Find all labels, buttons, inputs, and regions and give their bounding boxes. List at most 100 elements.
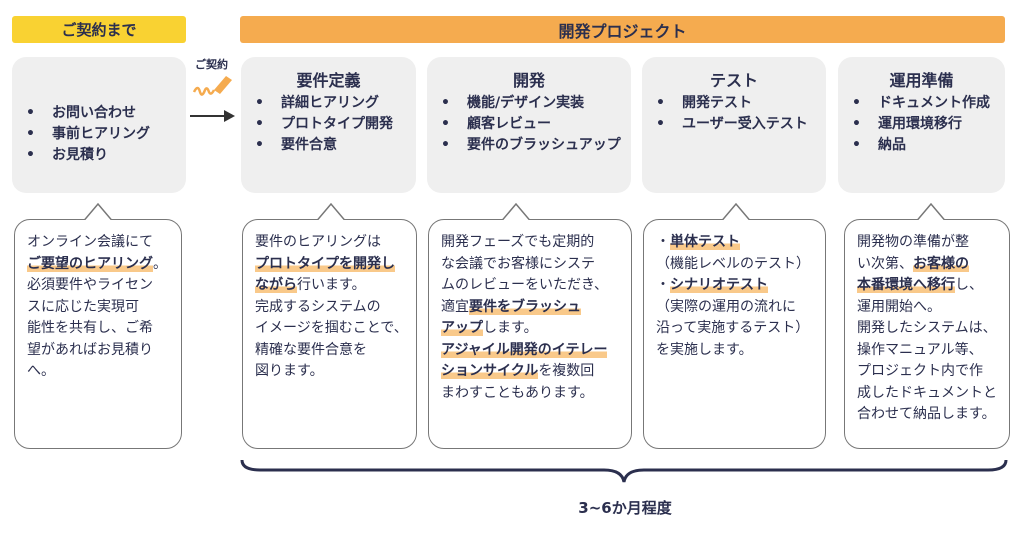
duration-brace	[240, 459, 1008, 483]
phase-item: 要件のブラッシュアップ	[441, 135, 631, 156]
contract-label: ご契約	[195, 58, 228, 71]
bubble-line: 開発フェーズでも定期的	[441, 232, 631, 254]
bubble-line: 合わせて納品します。	[857, 404, 1009, 426]
bubble-development: 開発フェーズでも定期的な会議でお客様にシステムのレビューをいただき、適宜要件をブ…	[428, 203, 632, 449]
text: を複数回	[538, 363, 595, 379]
bubble-line: 沿って実施するテスト）	[656, 318, 825, 340]
phase-list: お問い合わせ事前ヒアリングお見積り	[12, 103, 186, 166]
text: 精確な要件合意を	[255, 341, 367, 358]
bubble-line: まわすこともあります。	[441, 383, 631, 405]
text: 望があればお見積り	[27, 341, 153, 358]
bubble-line: 完成するシステムの	[255, 297, 416, 319]
text: ・	[656, 234, 670, 250]
phase-title: 開発	[512, 71, 545, 90]
phase-pre-contract: お問い合わせ事前ヒアリングお見積り	[12, 57, 186, 193]
bubble-requirements: 要件のヒアリングはプロトタイプを開発しながら行います。完成するシステムのイメージ…	[242, 203, 417, 449]
phase-item: お見積り	[26, 145, 186, 166]
phase-list: 詳細ヒアリングプロトタイプ開発要件合意	[241, 93, 416, 156]
bubble-line: ・シナリオテスト	[656, 275, 825, 297]
phase-item: 運用環境移行	[852, 114, 1005, 135]
phase-item-label: 要件のブラッシュアップ	[467, 137, 621, 153]
bubble-line: ご要望のヒアリング。	[27, 254, 181, 276]
phase-title	[12, 67, 186, 93]
bubble-line: 精確な要件合意を	[255, 340, 416, 362]
text: へ。	[27, 363, 55, 379]
arrow-icon	[190, 110, 235, 122]
phase-item-label: 運用環境移行	[878, 116, 962, 132]
bubble-line: プロジェクト内で作	[857, 361, 1009, 383]
phase-title: 運用準備	[889, 71, 954, 90]
text: します。	[483, 320, 538, 336]
phase-item: プロトタイプ開発	[255, 114, 416, 135]
bubble-line: （機能レベルのテスト）	[656, 254, 825, 276]
bubble-line: な会議でお客様にシステ	[441, 254, 631, 276]
text: な会議でお客様にシステ	[441, 255, 595, 272]
bubble-pointer	[917, 203, 945, 220]
text: （機能レベルのテスト）	[656, 255, 810, 272]
bubble-line: 開発したシステムは、	[857, 318, 1009, 340]
bubble-pre-contract: オンライン会議にてご要望のヒアリング。必須要件やライセンスに応じた実現可能性を共…	[14, 203, 182, 449]
phase-item: ドキュメント作成	[852, 93, 1005, 114]
bubble-line: 能性を共有し、ご希	[27, 318, 181, 340]
bubble-line: を実施します。	[656, 340, 825, 362]
bubble-line: アップします。	[441, 318, 631, 340]
text: い次第、	[857, 255, 913, 272]
pre-contract-header: ご契約まで	[12, 16, 186, 43]
phase-item: 納品	[852, 135, 1005, 156]
bubble-pointer	[502, 203, 530, 220]
text: 開発したシステムは、	[857, 320, 997, 336]
bubble-line: 望があればお見積り	[27, 340, 181, 362]
highlighted-text: 要件をブラッシュ	[469, 298, 581, 315]
phase-requirements: 要件定義詳細ヒアリングプロトタイプ開発要件合意	[241, 57, 416, 193]
text: 適宜	[441, 298, 469, 315]
bubble-line: へ。	[27, 361, 181, 383]
bubble-line: スに応じた実現可	[27, 297, 181, 319]
phase-item-label: 顧客レビュー	[467, 116, 551, 132]
highlighted-text: ながら	[255, 277, 297, 293]
bubble-pointer	[722, 203, 750, 220]
phase-list: ドキュメント作成運用環境移行納品	[838, 93, 1005, 156]
phase-item-label: ドキュメント作成	[878, 95, 990, 111]
phase-item-label: お問い合わせ	[52, 105, 136, 121]
phase-item: 要件合意	[255, 135, 416, 156]
bubble-line: 開発物の準備が整	[857, 232, 1009, 254]
text: 図ります。	[255, 363, 324, 379]
bubble-line: アジャイル開発のイテレー	[441, 340, 631, 362]
text: 。	[153, 255, 167, 272]
text: し、	[955, 277, 983, 293]
duration-label: 3~6か月程度	[578, 499, 672, 517]
highlighted-text: お客様の	[913, 255, 969, 272]
text: ムのレビューをいただき、	[441, 277, 609, 293]
text: 行います。	[297, 277, 366, 293]
phase-item: 顧客レビュー	[441, 114, 631, 135]
bubble-line: 操作マニュアル等、	[857, 340, 1009, 362]
bubble-line: 要件のヒアリングは	[255, 232, 416, 254]
text: 成したドキュメントと	[857, 384, 997, 401]
phase-item: 開発テスト	[656, 93, 826, 114]
highlighted-text: ションサイクル	[441, 363, 539, 379]
bubble-line: い次第、お客様の	[857, 254, 1009, 276]
bubble-line: プロトタイプを開発し	[255, 254, 416, 276]
text: 必須要件やライセン	[27, 277, 153, 293]
bubble-line: 本番環境へ移行し、	[857, 275, 1009, 297]
text: 要件のヒアリングは	[255, 234, 381, 250]
text: 操作マニュアル等、	[857, 341, 983, 358]
project-header: 開発プロジェクト	[240, 16, 1005, 43]
phase-list: 開発テストユーザー受入テスト	[642, 93, 826, 135]
bubble-pointer	[84, 203, 112, 220]
phase-item-label: 納品	[878, 137, 906, 153]
phase-item-label: 開発テスト	[682, 95, 752, 111]
phase-item-label: 詳細ヒアリング	[281, 95, 379, 111]
text: スに応じた実現可	[27, 298, 139, 315]
bubble-testing: ・単体テスト（機能レベルのテスト） ・シナリオテスト（実際の運用の流れに沿って実施…	[643, 203, 826, 449]
phase-item: お問い合わせ	[26, 103, 186, 124]
highlighted-text: プロトタイプを開発し	[255, 255, 395, 272]
bubble-line: （実際の運用の流れに	[656, 297, 825, 319]
highlighted-text: アジャイル開発のイテレー	[441, 341, 608, 358]
text: 完成するシステムの	[255, 298, 381, 315]
bubble-line: ムのレビューをいただき、	[441, 275, 631, 297]
phase-testing: テスト開発テストユーザー受入テスト	[642, 57, 826, 193]
text: ・	[656, 277, 670, 293]
bubble-line: ・単体テスト	[656, 232, 825, 254]
phase-item: ユーザー受入テスト	[656, 114, 826, 135]
